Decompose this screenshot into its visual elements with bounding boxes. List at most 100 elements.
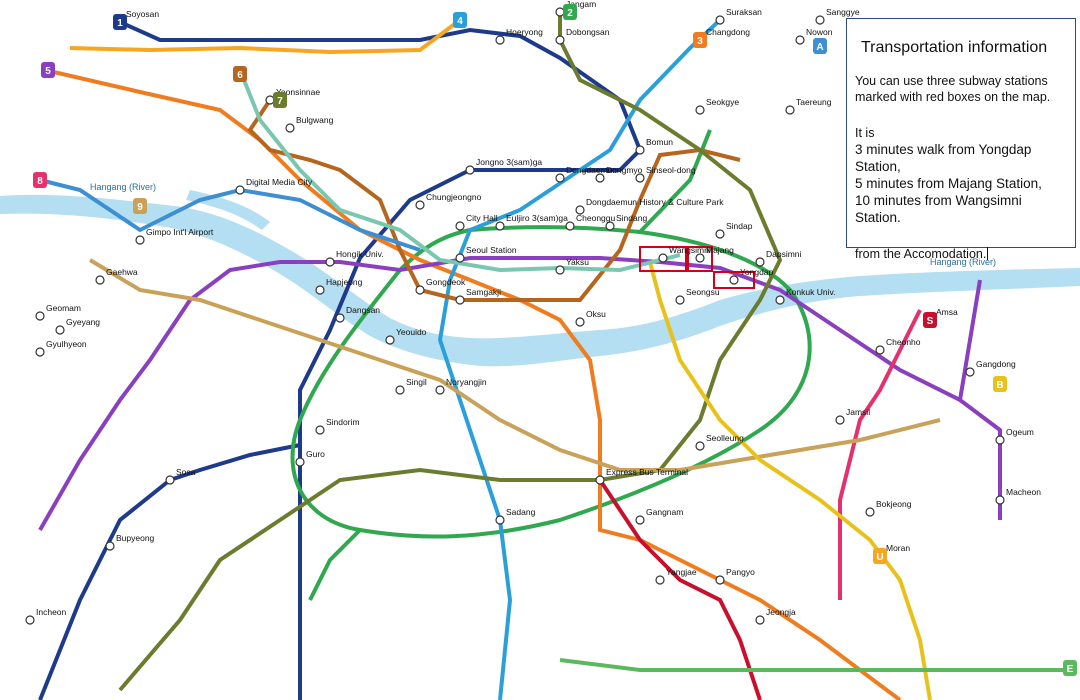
station-marker[interactable] bbox=[565, 221, 575, 231]
station-marker[interactable] bbox=[785, 105, 795, 115]
info-footer: from the Accomodation. bbox=[855, 246, 1069, 262]
station-marker[interactable] bbox=[865, 507, 875, 517]
station-marker[interactable] bbox=[325, 257, 335, 267]
station-marker[interactable] bbox=[435, 385, 445, 395]
station-label: Jeongja bbox=[766, 607, 796, 617]
station-marker[interactable] bbox=[695, 105, 705, 115]
station-marker[interactable] bbox=[575, 205, 585, 215]
station-marker[interactable] bbox=[555, 265, 565, 275]
station-marker[interactable] bbox=[455, 253, 465, 263]
highlight-box-majang[interactable] bbox=[687, 246, 713, 272]
station-label: Dongmyo bbox=[606, 165, 643, 175]
station-marker[interactable] bbox=[595, 173, 605, 183]
station-label: Jongno 3(sam)ga bbox=[476, 157, 542, 167]
line-badge bbox=[813, 38, 827, 54]
station-marker[interactable] bbox=[675, 295, 685, 305]
station-marker[interactable] bbox=[715, 229, 725, 239]
station-marker[interactable] bbox=[25, 615, 35, 625]
station-marker[interactable] bbox=[695, 253, 705, 263]
sinbundang-line-path bbox=[598, 478, 762, 700]
station-marker[interactable] bbox=[755, 615, 765, 625]
station-marker[interactable] bbox=[965, 367, 975, 377]
station-layer: SoyosanDobongsanJangamHoeryongSuraksanNo… bbox=[25, 0, 1041, 625]
station-marker[interactable] bbox=[35, 347, 45, 357]
info-panel: Transportation information You can use t… bbox=[846, 18, 1076, 261]
station-label: Pangyo bbox=[726, 567, 755, 577]
line-badge-label: A bbox=[816, 42, 823, 53]
station-marker[interactable] bbox=[395, 385, 405, 395]
station-marker[interactable] bbox=[635, 515, 645, 525]
station-marker[interactable] bbox=[815, 15, 825, 25]
station-marker[interactable] bbox=[385, 335, 395, 345]
station-marker[interactable] bbox=[335, 313, 345, 323]
station-label: Suraksan bbox=[726, 7, 762, 17]
station-marker[interactable] bbox=[235, 185, 245, 195]
station-marker[interactable] bbox=[35, 311, 45, 321]
station-marker[interactable] bbox=[465, 165, 475, 175]
station-marker[interactable] bbox=[635, 145, 645, 155]
highlight-box-wangsimni[interactable] bbox=[639, 246, 687, 272]
line-badge bbox=[993, 376, 1007, 392]
station-marker[interactable] bbox=[795, 35, 805, 45]
station-marker[interactable] bbox=[455, 221, 465, 231]
station-marker[interactable] bbox=[755, 257, 765, 267]
station-marker[interactable] bbox=[295, 457, 305, 467]
line-badge bbox=[41, 62, 55, 78]
station-marker[interactable] bbox=[495, 221, 505, 231]
line-9-path bbox=[88, 258, 941, 472]
station-marker[interactable] bbox=[415, 285, 425, 295]
station-marker[interactable] bbox=[658, 253, 668, 263]
station-marker[interactable] bbox=[875, 345, 885, 355]
line-badge-label: B bbox=[996, 380, 1003, 391]
station-label: Yangjae bbox=[666, 567, 697, 577]
highlight-box-yongdap[interactable] bbox=[713, 271, 755, 289]
station-marker[interactable] bbox=[165, 475, 175, 485]
station-marker[interactable] bbox=[655, 575, 665, 585]
station-marker[interactable] bbox=[835, 415, 845, 425]
station-label: Gaehwa bbox=[106, 267, 138, 277]
station-marker[interactable] bbox=[55, 325, 65, 335]
station-marker[interactable] bbox=[555, 35, 565, 45]
station-label: Yeonsinnae bbox=[276, 87, 320, 97]
line-5-path bbox=[38, 256, 1002, 531]
station-label: Seokgye bbox=[706, 97, 739, 107]
station-marker[interactable] bbox=[265, 95, 275, 105]
station-label: Sosa bbox=[176, 467, 196, 477]
station-marker[interactable] bbox=[635, 173, 645, 183]
station-marker[interactable] bbox=[995, 435, 1005, 445]
line-badge-label: 7 bbox=[277, 96, 283, 107]
station-marker[interactable] bbox=[595, 475, 605, 485]
station-marker[interactable] bbox=[695, 441, 705, 451]
station-marker[interactable] bbox=[605, 221, 615, 231]
station-marker[interactable] bbox=[555, 7, 565, 17]
station-marker[interactable] bbox=[315, 285, 325, 295]
station-marker[interactable] bbox=[415, 200, 425, 210]
station-label: Gimpo Int'l Airport bbox=[146, 227, 214, 237]
station-marker[interactable] bbox=[995, 495, 1005, 505]
station-marker[interactable] bbox=[495, 515, 505, 525]
station-label: Seolleung bbox=[706, 433, 744, 443]
station-marker[interactable] bbox=[715, 15, 725, 25]
station-marker[interactable] bbox=[555, 173, 565, 183]
station-marker[interactable] bbox=[575, 317, 585, 327]
station-label: Jangam bbox=[566, 0, 596, 9]
station-marker[interactable] bbox=[775, 295, 785, 305]
station-marker[interactable] bbox=[285, 123, 295, 133]
station-marker[interactable] bbox=[495, 35, 505, 45]
station-marker[interactable] bbox=[729, 275, 739, 285]
line-badge bbox=[113, 14, 127, 30]
station-marker[interactable] bbox=[455, 295, 465, 305]
station-label: Cheonho bbox=[886, 337, 921, 347]
station-label: Sindap bbox=[726, 221, 753, 231]
station-label: Sadang bbox=[506, 507, 536, 517]
station-label: Chungjeongno bbox=[426, 192, 482, 202]
station-marker[interactable] bbox=[715, 575, 725, 585]
station-marker[interactable] bbox=[95, 275, 105, 285]
station-marker[interactable] bbox=[135, 235, 145, 245]
line-badge-label: E bbox=[1067, 664, 1074, 675]
info-panel-title: Transportation information bbox=[861, 39, 1048, 56]
station-marker[interactable] bbox=[315, 425, 325, 435]
station-marker[interactable] bbox=[105, 541, 115, 551]
